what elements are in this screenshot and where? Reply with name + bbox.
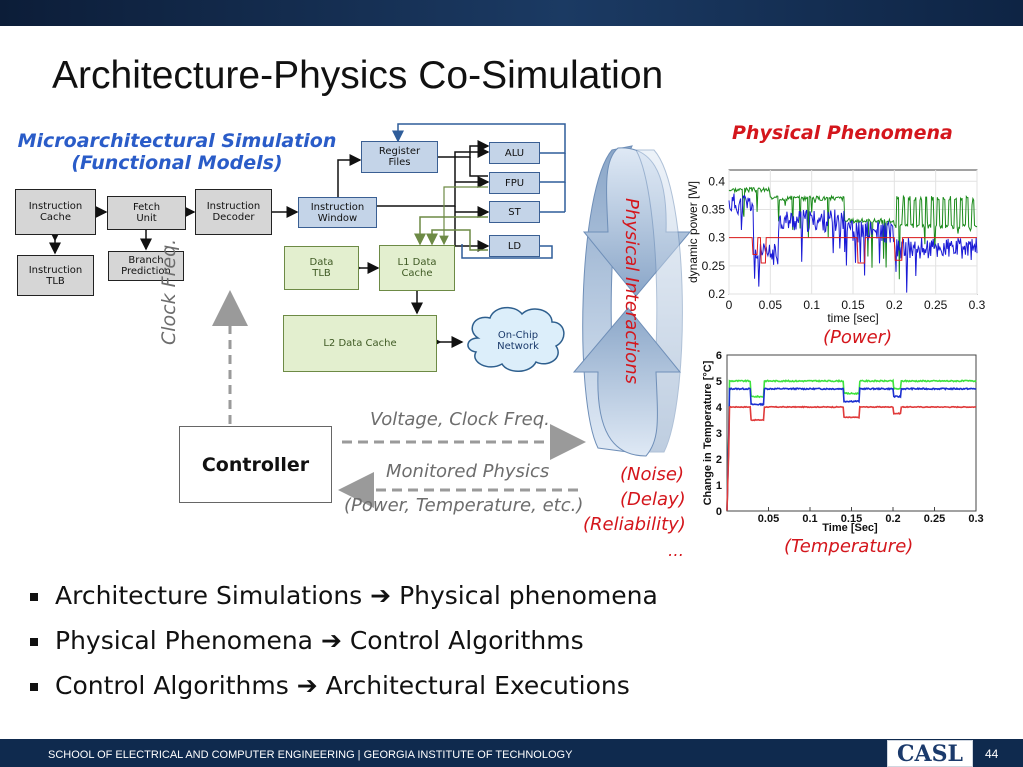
bullet-right: Control Algorithms (349, 626, 584, 655)
on-chip-network-label: On-Chip Network (497, 330, 539, 352)
branch-prediction-block: Branch Prediction (108, 251, 184, 281)
footer-text: SCHOOL OF ELECTRICAL AND COMPUTER ENGINE… (48, 749, 573, 761)
bullet-right: Architectural Executions (325, 671, 630, 700)
voltage-clock-label: Voltage, Clock Freq. (370, 409, 550, 430)
instruction-decoder-block: Instruction Decoder (195, 189, 272, 235)
reliability-label: (Reliability) (583, 514, 686, 535)
temperature-caption: (Temperature) (784, 536, 914, 557)
st-block: ST (489, 201, 540, 223)
bullet-square-icon (30, 683, 38, 691)
l1-data-cache-block: L1 Data Cache (379, 245, 455, 291)
slide-title: Architecture-Physics Co-Simulation (52, 54, 664, 97)
instruction-window-block: Instruction Window (298, 197, 377, 228)
ld-block: LD (489, 235, 540, 257)
physical-interactions-label: Physical Interactions (621, 198, 642, 384)
arrow-right-icon: ➔ (296, 671, 318, 700)
bullet-left: Control Algorithms (55, 671, 289, 700)
controller-block: Controller (179, 426, 332, 503)
fpu-block: FPU (489, 172, 540, 194)
bullet-square-icon (30, 638, 38, 646)
micro-heading: Microarchitectural Simulation (Functiona… (12, 130, 342, 174)
casl-logo: CASL (887, 740, 973, 767)
micro-heading-line2: (Functional Models) (71, 152, 283, 174)
noise-label: (Noise) (620, 464, 684, 485)
register-files-block: Register Files (361, 141, 438, 173)
power-temperature-etc-label: (Power, Temperature, etc.) (344, 495, 584, 516)
l2-data-cache-block: L2 Data Cache (283, 315, 437, 372)
arrow-right-icon: ➔ (320, 626, 342, 655)
monitored-physics-label: Monitored Physics (386, 461, 550, 482)
data-tlb-block: Data TLB (284, 246, 359, 290)
alu-block: ALU (489, 142, 540, 164)
ellipsis-label: … (668, 541, 684, 560)
bullet-square-icon (30, 593, 38, 601)
clock-freq-label: Clock Freq. (157, 238, 180, 345)
instruction-cache-block: Instruction Cache (15, 189, 96, 235)
micro-heading-line1: Microarchitectural Simulation (17, 130, 337, 152)
page-number: 44 (985, 747, 999, 761)
bullet-left: Physical Phenomena (55, 626, 313, 655)
bullet-right: Physical phenomena (399, 581, 658, 610)
power-caption: (Power) (823, 327, 893, 348)
top-bar (0, 0, 1023, 26)
physical-phenomena-heading: Physical Phenomena (732, 122, 953, 144)
delay-label: (Delay) (620, 489, 686, 510)
arrow-right-icon: ➔ (370, 581, 392, 610)
bottom-bar (0, 739, 1023, 767)
bullet-left: Architecture Simulations (55, 581, 363, 610)
instruction-tlb-block: Instruction TLB (17, 255, 94, 296)
fetch-unit-block: Fetch Unit (107, 196, 186, 230)
